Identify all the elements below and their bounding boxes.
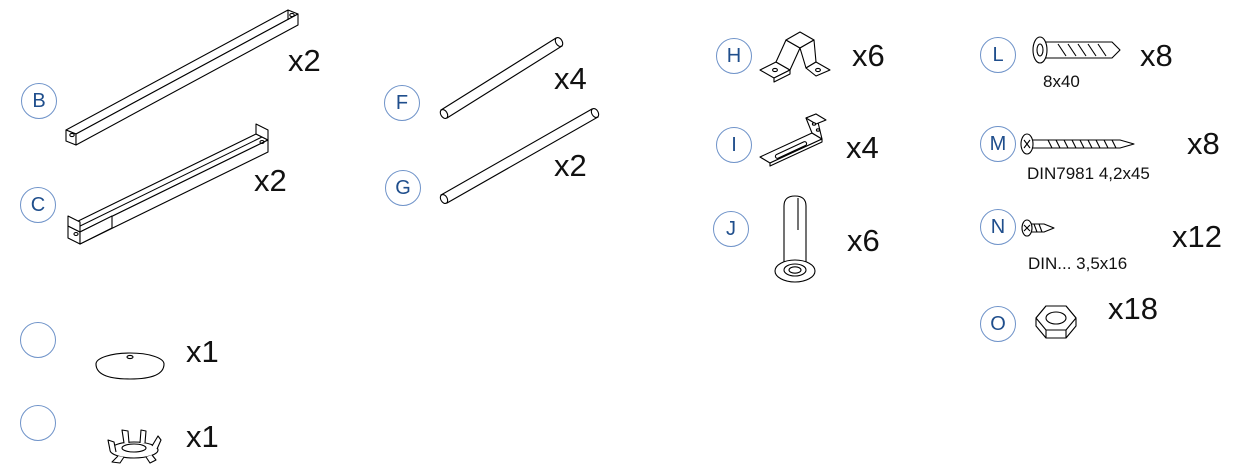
quantity-label: x2 — [254, 163, 287, 198]
quantity-label: x4 — [554, 61, 587, 96]
part-badge: I — [716, 127, 752, 163]
part-badge: B — [21, 83, 57, 119]
part-badge: L — [980, 37, 1016, 73]
quantity-label: x8 — [1140, 38, 1173, 73]
size-label: DIN7981 4,2x45 — [1027, 164, 1150, 183]
quantity-label: x2 — [554, 148, 587, 183]
quantity-label: x6 — [847, 223, 880, 258]
quantity-label: x1 — [186, 419, 219, 454]
part-badge — [20, 322, 56, 358]
quantity-label: x8 — [1187, 126, 1220, 161]
part-badge: M — [980, 126, 1016, 162]
quantity-label: x4 — [846, 130, 879, 165]
part-badge: G — [385, 170, 421, 206]
size-label: 8x40 — [1043, 72, 1080, 91]
quantity-label: x12 — [1172, 219, 1222, 254]
quantity-label: x1 — [186, 334, 219, 369]
part-badge — [20, 405, 56, 441]
part-badge: C — [20, 187, 56, 223]
quantity-label: x18 — [1108, 291, 1158, 326]
part-badge: O — [980, 306, 1016, 342]
part-badge: F — [384, 85, 420, 121]
part-badge: H — [716, 38, 752, 74]
part-badge: N — [980, 209, 1016, 245]
part-badge: J — [713, 211, 749, 247]
quantity-label: x2 — [288, 43, 321, 78]
quantity-label: x6 — [852, 38, 885, 73]
size-label: DIN... 3,5x16 — [1028, 254, 1128, 273]
